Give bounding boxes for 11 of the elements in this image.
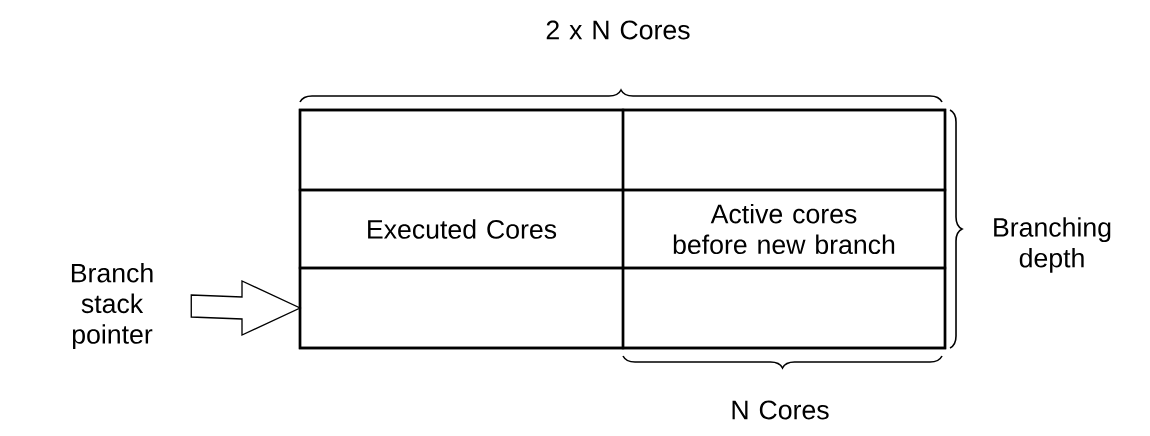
table-cell: Active cores before new branch <box>621 188 947 270</box>
text-label: Branch stack pointer <box>71 262 153 350</box>
dimension-label: 2 x N Cores <box>546 20 690 40</box>
table-cell: Executed Cores <box>298 188 625 270</box>
dimension-label: Branching depth <box>994 217 1111 273</box>
table-cell <box>298 266 625 350</box>
table-cell <box>621 108 947 192</box>
hollow-arrow <box>190 279 302 337</box>
table-cell <box>298 108 625 192</box>
dimension-label: N Cores <box>732 400 829 420</box>
table-cell <box>621 266 947 350</box>
